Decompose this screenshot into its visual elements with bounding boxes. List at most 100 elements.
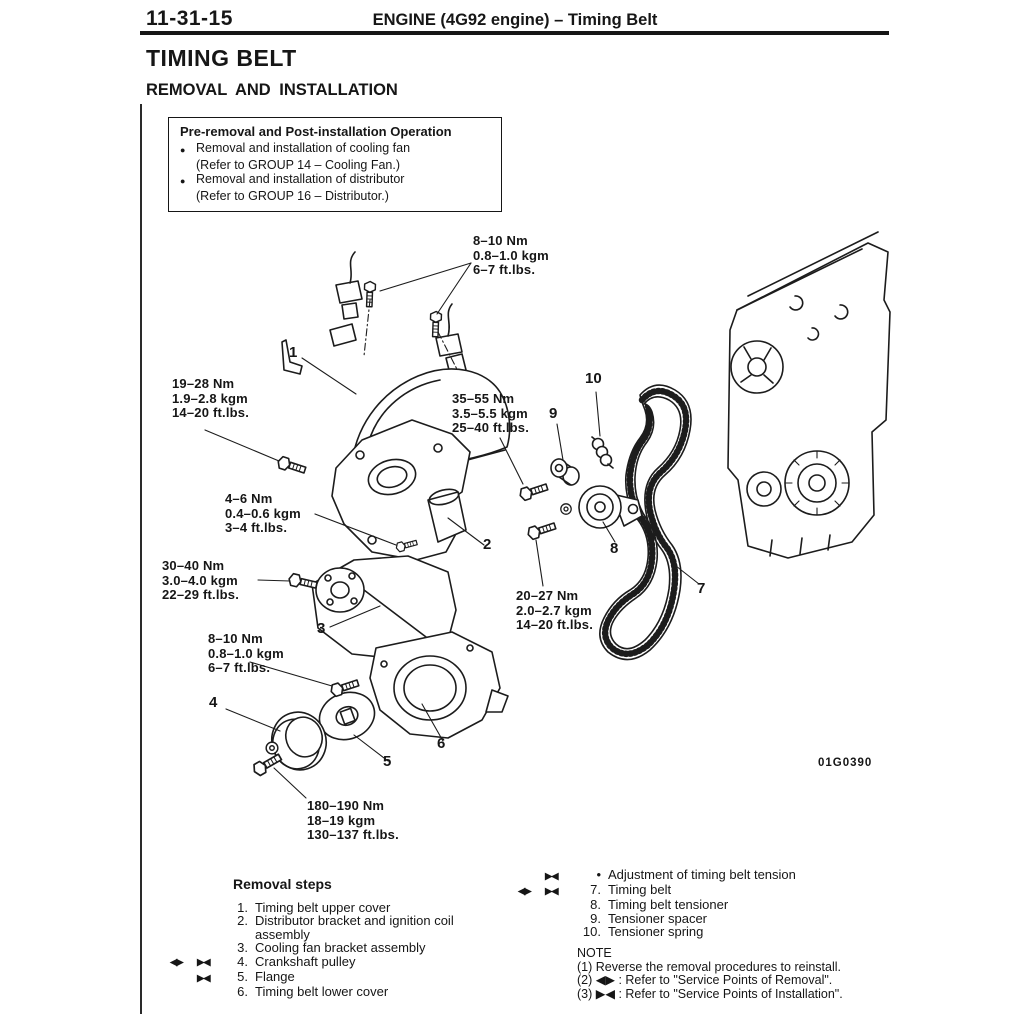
list-item: 3. Cooling fan bracket assembly	[170, 941, 520, 955]
bullet-icon: ●	[180, 176, 186, 186]
pre-post-line: (Refer to GROUP 16 – Distributor.)	[180, 189, 492, 204]
torque-kgm: 18–19 kgm	[307, 812, 376, 828]
part-label-3: 3	[317, 620, 326, 637]
torque-callout-fan-bracket-bolt: 30–40 Nm 3.0–4.0 kgm 22–29 ft.lbs.	[162, 558, 240, 603]
list-item: 2. Distributor bracket and ignition coil…	[170, 914, 520, 941]
torque-kgm: 1.9–2.8 kgm	[172, 390, 248, 406]
section-title: REMOVAL AND INSTALLATION	[146, 81, 398, 99]
torque-nm: 8–10 Nm	[208, 631, 263, 646]
torque-kgm: 3.0–4.0 kgm	[162, 572, 238, 588]
list-item-number: 7.	[590, 882, 601, 898]
list-item-text: Distributor bracket and ignition coil as…	[255, 913, 454, 942]
torque-ftlbs: 6–7 ft.lbs.	[473, 262, 536, 277]
engine-block-drawing	[727, 231, 891, 559]
pre-post-box-title: Pre-removal and Post-installation Operat…	[180, 124, 452, 139]
installation-marker: ▶◀	[545, 885, 559, 897]
torque-ftlbs: 3–4 ft.lbs.	[225, 520, 288, 535]
torque-ftlbs: 22–29 ft.lbs.	[162, 587, 240, 602]
installation-marker: ▶◀	[545, 870, 559, 882]
page-number: 11-31-15	[146, 7, 233, 30]
torque-kgm: 2.0–2.7 kgm	[516, 602, 592, 618]
removal-steps-title: Removal steps	[233, 876, 332, 892]
list-item-text: Timing belt upper cover	[255, 899, 391, 915]
torque-nm: 19–28 Nm	[172, 376, 235, 391]
part-label-10: 10	[585, 370, 602, 387]
installation-marker: ▶◀	[197, 972, 211, 984]
torque-callout-tensioner-lower-bolt: 20–27 Nm 2.0–2.7 kgm 14–20 ft.lbs.	[516, 588, 594, 633]
installation-marker: ▶◀	[197, 957, 211, 969]
torque-kgm: 0.4–0.6 kgm	[225, 505, 301, 521]
torque-callout-bracket-bolt: 19–28 Nm 1.9–2.8 kgm 14–20 ft.lbs.	[172, 376, 250, 421]
removal-marker	[170, 914, 197, 916]
torque-ftlbs: 14–20 ft.lbs.	[172, 405, 250, 420]
removal-marker	[518, 925, 545, 927]
torque-ftlbs: 14–20 ft.lbs.	[516, 617, 594, 632]
torque-callout-tensioner-bolt: 35–55 Nm 3.5–5.5 kgm 25–40 ft.lbs.	[452, 391, 530, 436]
camshaft-sprocket-drawing	[730, 340, 784, 394]
removal-marker	[170, 985, 197, 987]
removal-marker	[518, 912, 545, 914]
part-label-1: 1	[289, 344, 298, 361]
list-item: 6. Timing belt lower cover	[170, 985, 520, 999]
pre-post-line: ● Removal and installation of cooling fa…	[180, 141, 492, 158]
note-line: (1) Reverse the removal procedures to re…	[577, 959, 842, 974]
header-title: ENGINE (4G92 engine) – Timing Belt	[372, 11, 658, 29]
crankshaft-pulley-drawing	[271, 711, 327, 771]
page-title: TIMING BELT	[146, 45, 297, 71]
list-item-text: Timing belt lower cover	[255, 984, 389, 1000]
torque-ftlbs: 130–137 ft.lbs.	[307, 827, 399, 842]
bracket-assembly-drawing	[331, 419, 471, 561]
pre-post-line-text: Removal and installation of cooling fan	[196, 141, 411, 155]
installation-marker	[545, 925, 569, 927]
installation-marker	[545, 912, 569, 914]
installation-marker	[545, 898, 569, 900]
torque-kgm: 3.5–5.5 kgm	[452, 405, 528, 421]
pre-post-line-text: Removal and installation of distributor	[196, 172, 405, 186]
list-item-number: 1.	[237, 899, 248, 915]
part-label-8: 8	[610, 540, 619, 557]
list-item-text: Timing belt tensioner	[608, 897, 729, 913]
removal-marker	[518, 898, 545, 900]
torque-callout-upper-cover-bolts: 8–10 Nm 0.8–1.0 kgm 6–7 ft.lbs.	[473, 233, 549, 278]
header-rule	[140, 31, 889, 35]
torque-ftlbs: 25–40 ft.lbs.	[452, 420, 530, 435]
list-item: ◀▶ ▶◀ 7. Timing belt	[518, 883, 918, 898]
list-item-text: Adjustment of timing belt tension	[608, 867, 796, 882]
torque-nm: 4–6 Nm	[225, 491, 273, 506]
removal-marker	[170, 901, 197, 903]
removal-marker: ◀▶	[518, 885, 532, 897]
belt-items-list: ▶◀ • Adjustment of timing belt tension ◀…	[518, 868, 918, 939]
note-line: (3) ▶◀ : Refer to "Service Points of Ins…	[577, 986, 843, 1001]
list-item: 1. Timing belt upper cover	[170, 899, 520, 915]
list-item: 10. Tensioner spring	[518, 925, 918, 939]
lower-cover-drawing	[369, 631, 509, 739]
installation-marker	[197, 901, 226, 903]
part-label-5: 5	[383, 753, 392, 770]
pre-post-line-text: (Refer to GROUP 16 – Distributor.)	[196, 188, 389, 203]
list-item: 9. Tensioner spacer	[518, 912, 918, 926]
pre-post-line-text: (Refer to GROUP 14 – Cooling Fan.)	[196, 157, 401, 172]
left-margin-rule	[140, 104, 142, 1014]
removal-steps-list: Removal steps 1. Timing belt upper cover…	[170, 876, 520, 999]
tensioner-spacer-drawing	[550, 458, 580, 486]
installation-marker	[197, 914, 226, 916]
fan-bracket-drawing	[311, 555, 457, 661]
pre-post-operation-box: Pre-removal and Post-installation Operat…	[168, 117, 502, 212]
removal-marker	[518, 868, 545, 870]
list-item-number: 6.	[237, 984, 248, 1000]
list-item-number: 4.	[237, 953, 248, 969]
torque-nm: 180–190 Nm	[307, 798, 385, 813]
installation-marker	[197, 941, 226, 943]
alternator-drawing	[746, 450, 850, 516]
note-line: (2) ◀▶ : Refer to "Service Points of Rem…	[577, 973, 833, 987]
removal-marker	[170, 941, 197, 943]
removal-marker	[170, 970, 197, 972]
part-label-7: 7	[697, 580, 706, 597]
torque-kgm: 0.8–1.0 kgm	[473, 247, 549, 263]
torque-callout-small-bolt: 4–6 Nm 0.4–0.6 kgm 3–4 ft.lbs.	[225, 491, 301, 536]
part-label-2: 2	[483, 536, 492, 553]
pre-post-line: (Refer to GROUP 14 – Cooling Fan.)	[180, 158, 492, 173]
removal-marker: ◀▶	[170, 957, 184, 969]
torque-nm: 35–55 Nm	[452, 391, 515, 406]
list-item-text: Tensioner spacer	[608, 910, 707, 926]
